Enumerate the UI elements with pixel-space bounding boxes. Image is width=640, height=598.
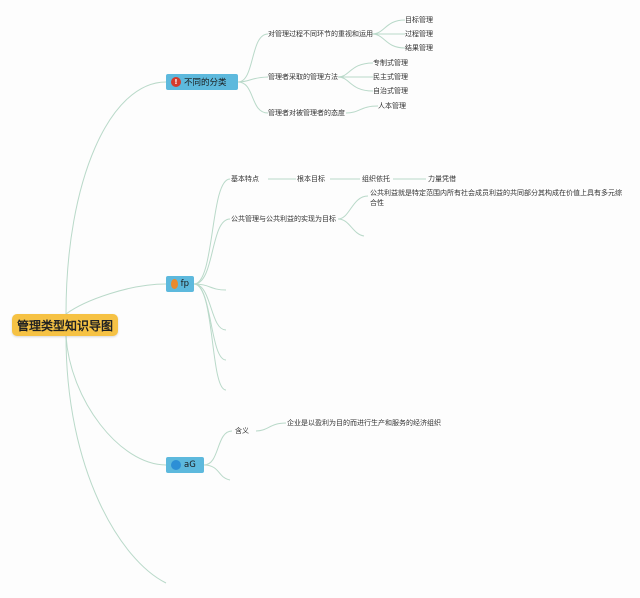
link-b2-c2 bbox=[193, 218, 231, 285]
link-b1-c2-l3 bbox=[337, 76, 374, 92]
link-root-branch4 bbox=[65, 335, 167, 584]
link-b2-c2-l1 bbox=[337, 195, 369, 220]
topic-basic-features[interactable]: 基本特点 bbox=[231, 175, 259, 183]
link-b2-c1 bbox=[193, 178, 231, 285]
link-root-branch1 bbox=[65, 81, 167, 315]
leaf-result-management[interactable]: 结果管理 bbox=[405, 44, 433, 52]
exclamation-icon: ! bbox=[171, 77, 181, 87]
leaf-public-interest-definition[interactable]: 公共利益就是特定范围内所有社会成员利益的共同部分其构成在价值上具有多元综合性 bbox=[370, 189, 622, 207]
link-b1-c3 bbox=[237, 81, 269, 114]
branch-fp[interactable]: fp bbox=[166, 276, 194, 292]
leaf-enterprise-definition[interactable]: 企业是以盈利为目的而进行生产和服务的经济组织 bbox=[287, 419, 441, 427]
leaf-fundamental-goal[interactable]: 根本目标 bbox=[297, 175, 325, 183]
link-b1-c1-l3 bbox=[371, 33, 406, 49]
leaf-humanistic[interactable]: 人本管理 bbox=[378, 102, 406, 110]
topic-manager-attitude[interactable]: 管理者对被管理者的态度 bbox=[268, 109, 345, 117]
branch-ag[interactable]: aG bbox=[166, 457, 204, 473]
topic-meaning[interactable]: 含义 bbox=[235, 427, 249, 435]
link-b1-c2 bbox=[237, 76, 269, 83]
branch-label: 不同的分类 bbox=[184, 78, 227, 88]
topic-management-method[interactable]: 管理者采取的管理方法 bbox=[268, 73, 338, 81]
leaf-autonomous[interactable]: 自治式管理 bbox=[373, 87, 408, 95]
link-b1-c1-l1 bbox=[371, 19, 406, 35]
branch-label: fp bbox=[180, 279, 189, 289]
link-b3-c1-l1 bbox=[255, 422, 287, 432]
branch-label: aG bbox=[184, 460, 196, 470]
link-b3-e1 bbox=[203, 464, 231, 481]
orange-dot-icon bbox=[171, 279, 178, 289]
branch-categories[interactable]: ! 不同的分类 bbox=[166, 74, 238, 90]
topic-public-interest-goal[interactable]: 公共管理与公共利益的实现为目标 bbox=[231, 215, 336, 223]
link-root-branch2 bbox=[65, 283, 167, 315]
link-b2-e4 bbox=[193, 283, 227, 391]
link-b1-c3-l1 bbox=[345, 105, 379, 114]
link-b1-c1 bbox=[237, 33, 269, 83]
topic-process-stage[interactable]: 对管理过程不同环节的重视和运用 bbox=[268, 30, 373, 38]
link-b1-c2-l1 bbox=[337, 62, 374, 78]
root-node[interactable]: 管理类型知识导图 bbox=[12, 314, 118, 336]
blue-dot-icon bbox=[171, 460, 181, 470]
leaf-process-management[interactable]: 过程管理 bbox=[405, 30, 433, 38]
link-root-branch3 bbox=[65, 335, 167, 466]
leaf-force[interactable]: 力量凭借 bbox=[428, 175, 456, 183]
leaf-organization[interactable]: 组织依托 bbox=[362, 175, 390, 183]
leaf-autocratic[interactable]: 专制式管理 bbox=[373, 59, 408, 67]
leaf-democratic[interactable]: 民主式管理 bbox=[373, 73, 408, 81]
leaf-goal-management[interactable]: 目标管理 bbox=[405, 16, 433, 24]
root-label: 管理类型知识导图 bbox=[16, 318, 113, 333]
link-b3-c1 bbox=[203, 430, 233, 466]
link-b2-c2-e1 bbox=[337, 218, 365, 237]
